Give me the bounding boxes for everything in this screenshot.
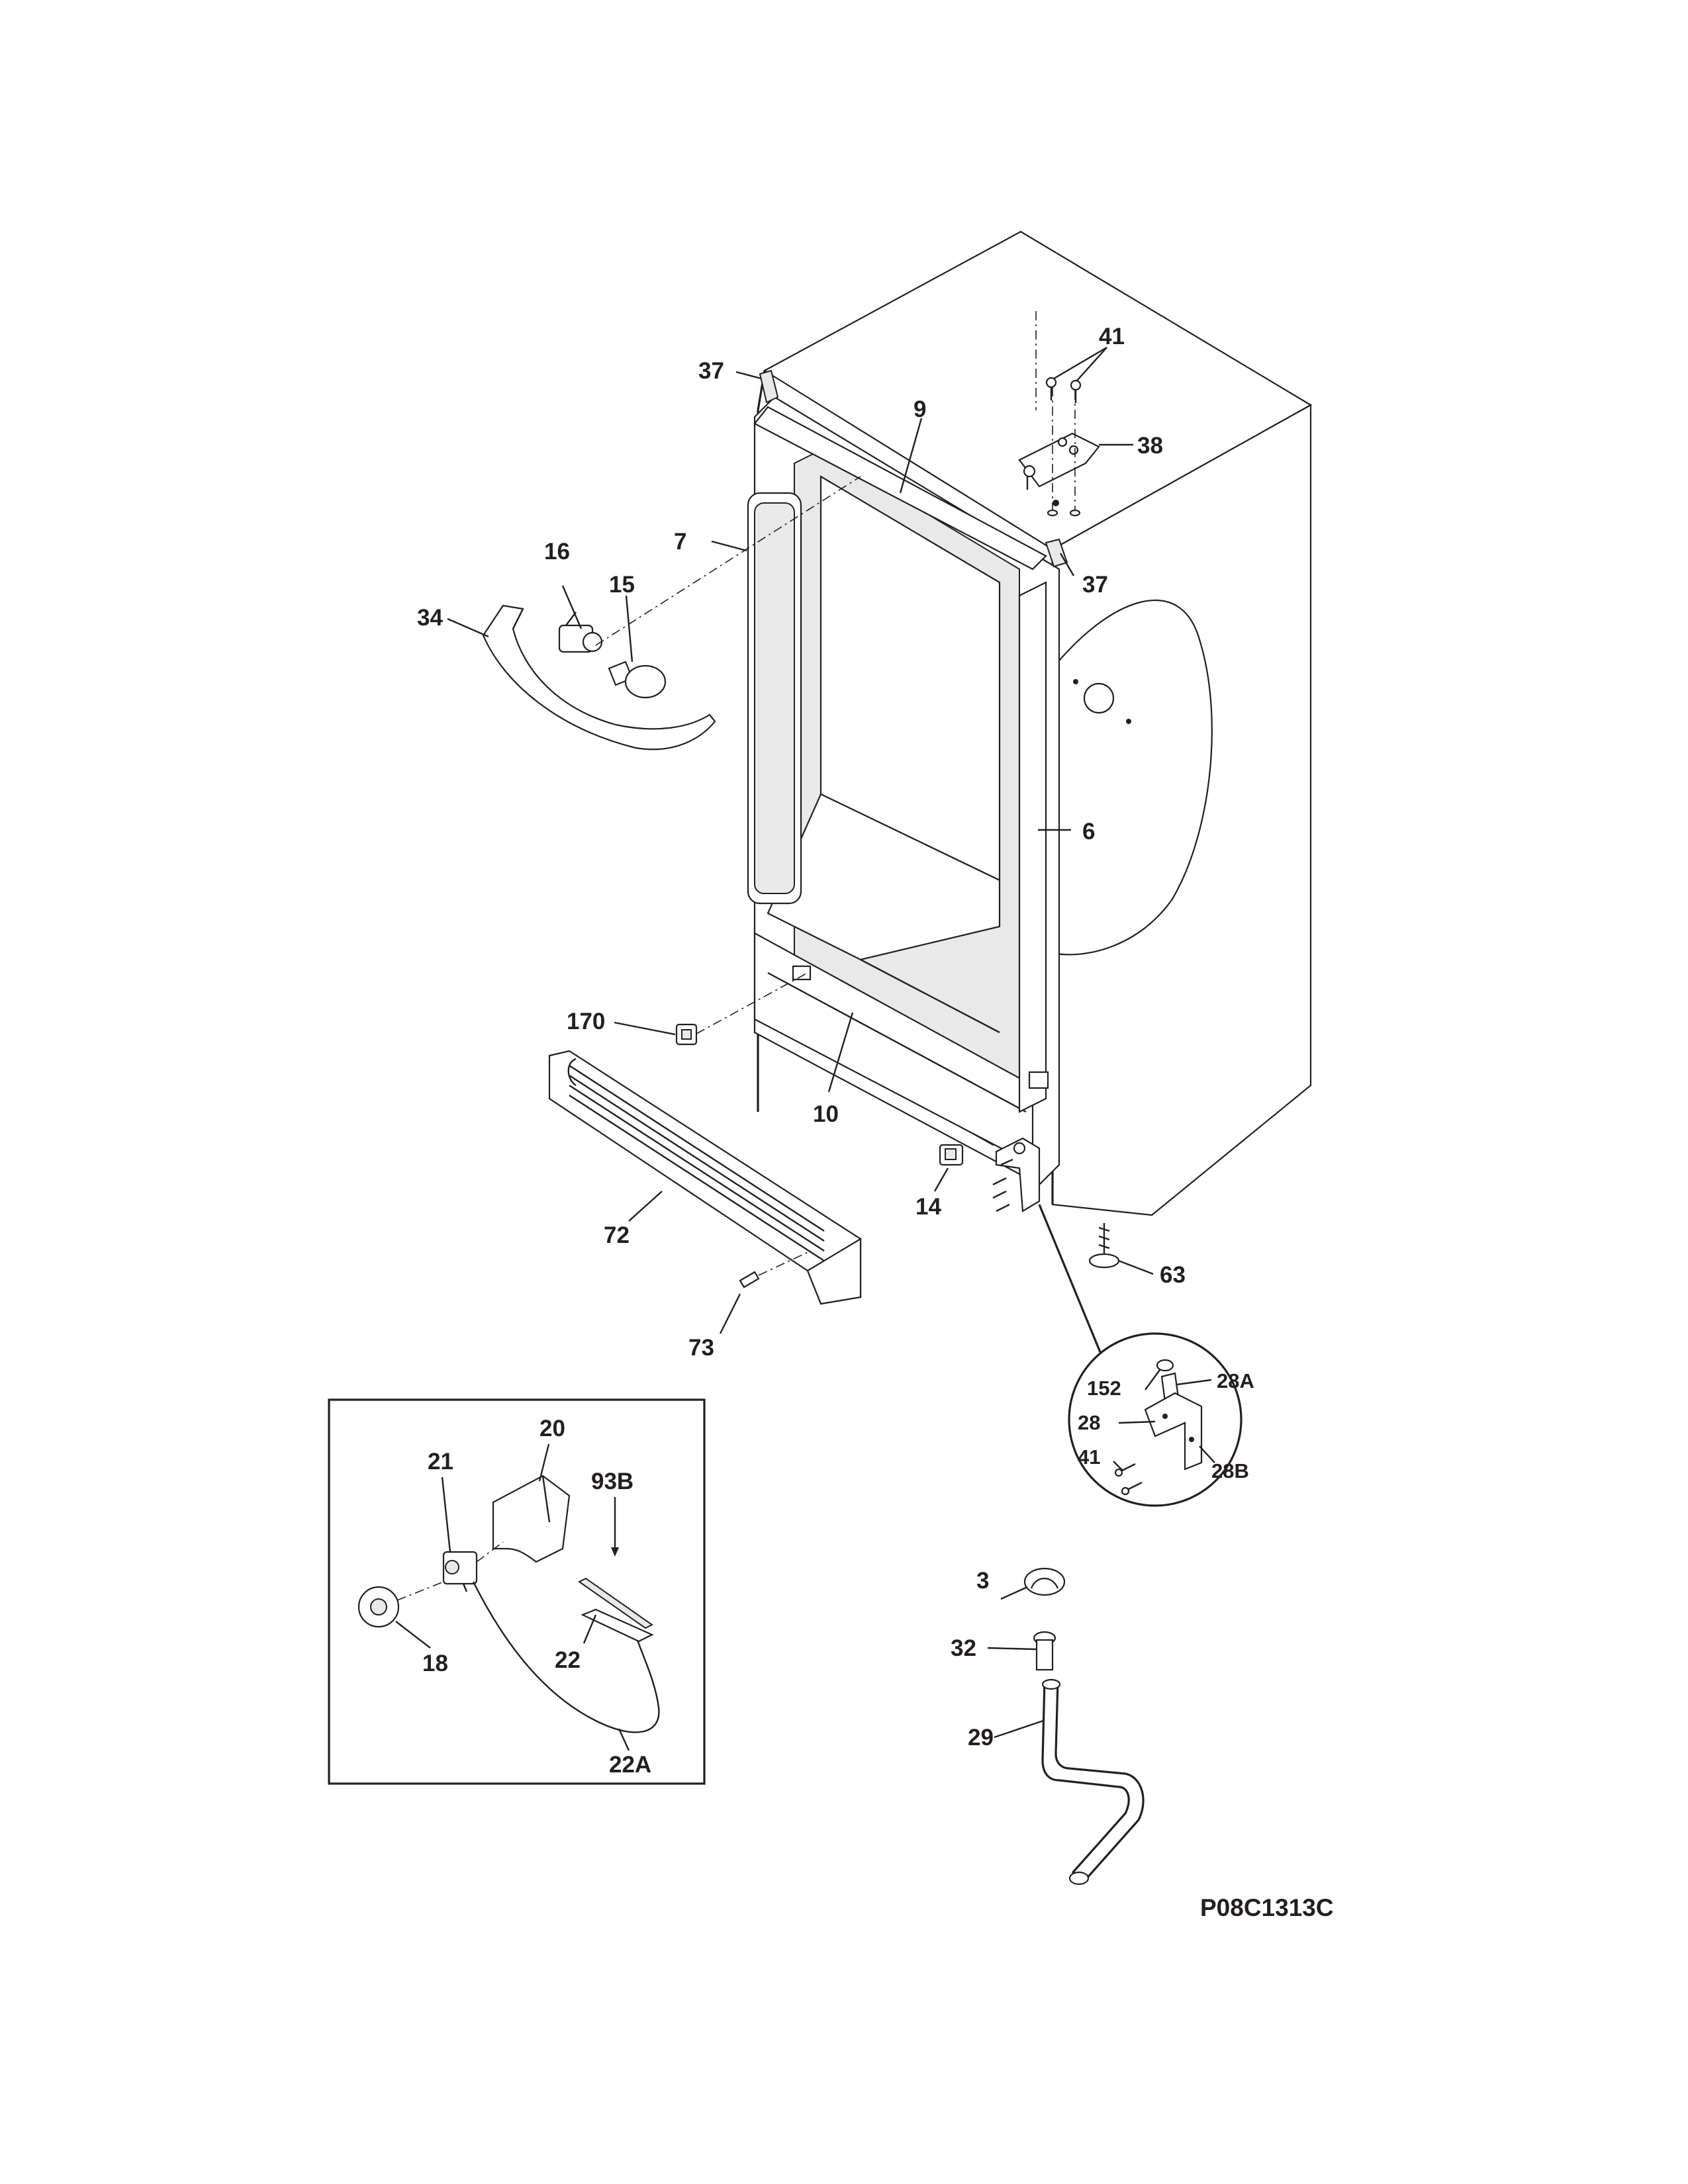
callout-72: 72: [604, 1222, 630, 1248]
cabinet-corner-caps: [759, 369, 1068, 568]
callout-21: 21: [428, 1449, 453, 1475]
callout-38: 38: [1137, 433, 1163, 459]
drain-assembly: [1023, 1567, 1145, 1886]
leveling-leg-63: [1088, 1223, 1120, 1269]
callout-37-right: 37: [1082, 572, 1108, 598]
callout-37-top-left: 37: [698, 358, 724, 384]
callout-16: 16: [544, 539, 570, 565]
switch-170: [675, 972, 808, 1046]
callout-152: 152: [1087, 1377, 1121, 1400]
callout-28b: 28B: [1211, 1459, 1249, 1482]
callout-14: 14: [915, 1194, 941, 1220]
callout-7: 7: [674, 529, 686, 555]
callout-3: 3: [976, 1568, 989, 1594]
callout-labels: 37 41 38 9 37 7 16 15 34 6 170 10 14 72 …: [417, 324, 1334, 1921]
callout-28a: 28A: [1217, 1369, 1254, 1392]
pin-73: [739, 1250, 812, 1289]
callout-73: 73: [688, 1335, 714, 1361]
callout-34: 34: [417, 605, 443, 631]
light-assembly: [482, 476, 861, 751]
kickplate-grille-72: [548, 1050, 862, 1305]
callout-9: 9: [914, 396, 926, 422]
control-inset-box: [328, 1398, 706, 1785]
callout-170: 170: [567, 1009, 605, 1034]
callout-28: 28: [1078, 1411, 1100, 1434]
callout-15: 15: [609, 572, 635, 598]
callout-29: 29: [968, 1725, 994, 1751]
drawing-code: P08C1313C: [1200, 1894, 1334, 1921]
callout-10: 10: [813, 1101, 839, 1127]
callout-93b: 93B: [591, 1469, 633, 1494]
callout-18: 18: [422, 1651, 448, 1676]
callout-22a: 22A: [609, 1752, 651, 1778]
callout-6: 6: [1082, 819, 1095, 844]
leader-lines: [395, 346, 1215, 1751]
cabinet-body: [747, 230, 1313, 1216]
top-hinge-assembly: [1018, 311, 1100, 517]
bottom-hinge-and-switch: [939, 1137, 1041, 1212]
hinge-detail-circle: [1038, 1204, 1243, 1507]
callout-41-detail: 41: [1078, 1445, 1100, 1469]
callout-32: 32: [951, 1635, 976, 1661]
callout-22: 22: [555, 1647, 581, 1673]
callout-63: 63: [1160, 1262, 1186, 1288]
callout-41-top: 41: [1099, 324, 1125, 349]
callout-20: 20: [539, 1416, 565, 1441]
